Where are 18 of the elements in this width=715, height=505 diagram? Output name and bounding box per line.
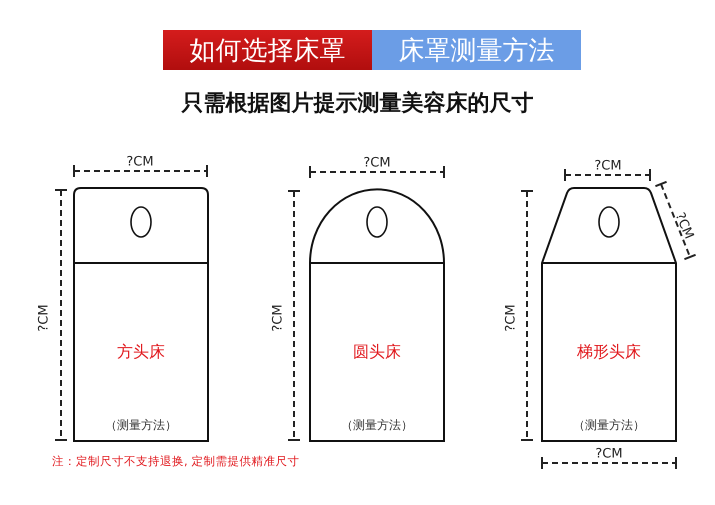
dimension-label: ?CM <box>363 156 391 170</box>
dimension-label: ?CM <box>672 210 696 242</box>
bed-type-label: 梯形头床 <box>576 342 642 363</box>
dimension-label: ?CM <box>272 304 284 332</box>
measure-note: （测量方法） <box>572 417 646 434</box>
dimension-label: ?CM <box>594 160 622 172</box>
subtitle: 只需根据图片提示测量美容床的尺寸 <box>180 90 534 118</box>
dimension-label: ?CM <box>38 304 50 332</box>
bed-type-label: 圆头床 <box>352 342 402 363</box>
note-text: 注：定制尺寸不支持退换, 定制需提供精准尺寸 <box>52 456 300 468</box>
dimension-label: ?CM <box>595 448 623 460</box>
bed-type-label: 方头床 <box>116 342 166 363</box>
tab-label: 如何选择床罩 <box>163 30 372 70</box>
measure-note: （测量方法） <box>104 417 178 434</box>
dimension-label: ?CM <box>126 156 154 168</box>
dimension-label: ?CM <box>504 304 518 332</box>
tab-label: 床罩测量方法 <box>372 30 581 70</box>
measure-note: （测量方法） <box>340 417 414 434</box>
